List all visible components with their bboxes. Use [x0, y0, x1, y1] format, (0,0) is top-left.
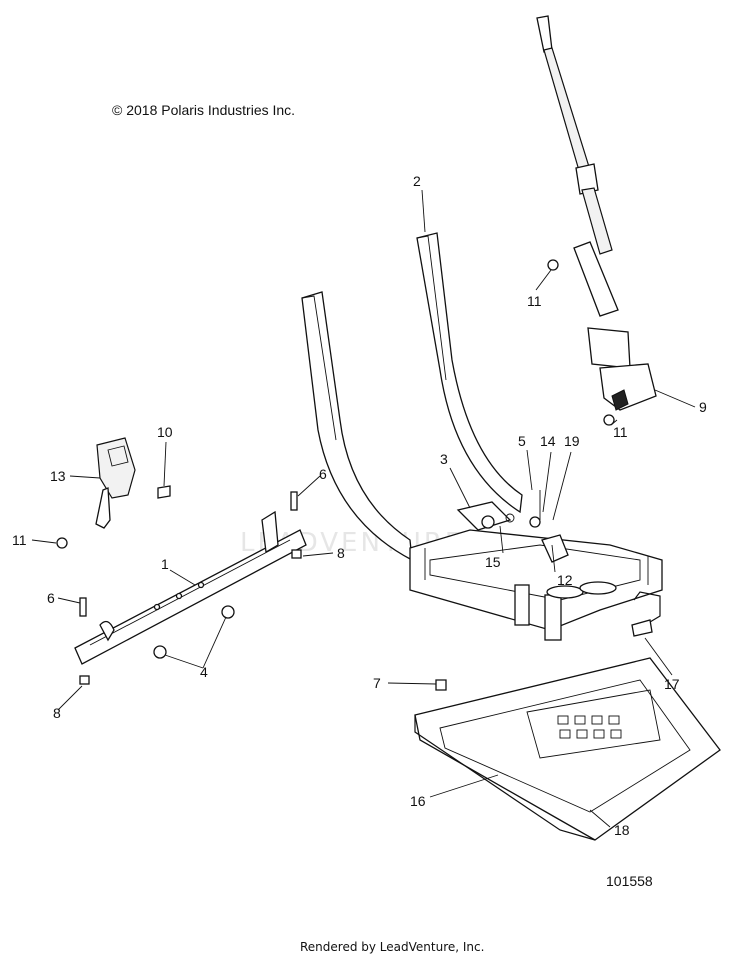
callout-16: 16	[410, 793, 426, 809]
callout-11-left: 11	[12, 532, 27, 548]
callout-19: 19	[564, 433, 580, 449]
footer-credit: Rendered by LeadVenture, Inc.	[300, 940, 485, 954]
seat-slider-16	[414, 657, 721, 841]
callout-4: 4	[200, 664, 208, 680]
callout-11-top: 11	[527, 293, 542, 309]
callout-6-left: 6	[47, 590, 55, 606]
callout-18: 18	[614, 822, 630, 838]
callout-14: 14	[540, 433, 556, 449]
figure-number: 101558	[606, 873, 653, 889]
callout-2: 2	[413, 173, 421, 189]
callout-15: 15	[485, 554, 501, 570]
leader-lines	[31, 189, 696, 828]
copyright-text: © 2018 Polaris Industries Inc.	[112, 102, 296, 118]
callout-3: 3	[440, 451, 448, 467]
cross-rail-1	[74, 510, 307, 665]
callout-9: 9	[699, 399, 707, 415]
callouts: 2 3 5 14 19 15 12 11 11 9 10 13 11 6 8 1…	[12, 173, 707, 838]
callout-8-right: 8	[337, 545, 345, 561]
callout-10: 10	[157, 424, 173, 440]
seat-belt-9	[536, 15, 657, 411]
callout-12: 12	[557, 572, 573, 588]
callout-17: 17	[664, 676, 680, 692]
callout-6-right: 6	[319, 466, 327, 482]
callout-13: 13	[50, 468, 66, 484]
callout-1: 1	[161, 556, 169, 572]
buckle-13	[95, 437, 136, 529]
callout-7: 7	[373, 675, 381, 691]
bracket-parts	[456, 501, 569, 563]
callout-11-right: 11	[613, 424, 628, 440]
seat-frame-2	[301, 232, 663, 641]
callout-8-left: 8	[53, 705, 61, 721]
fasteners	[56, 259, 661, 691]
callout-5: 5	[518, 433, 526, 449]
